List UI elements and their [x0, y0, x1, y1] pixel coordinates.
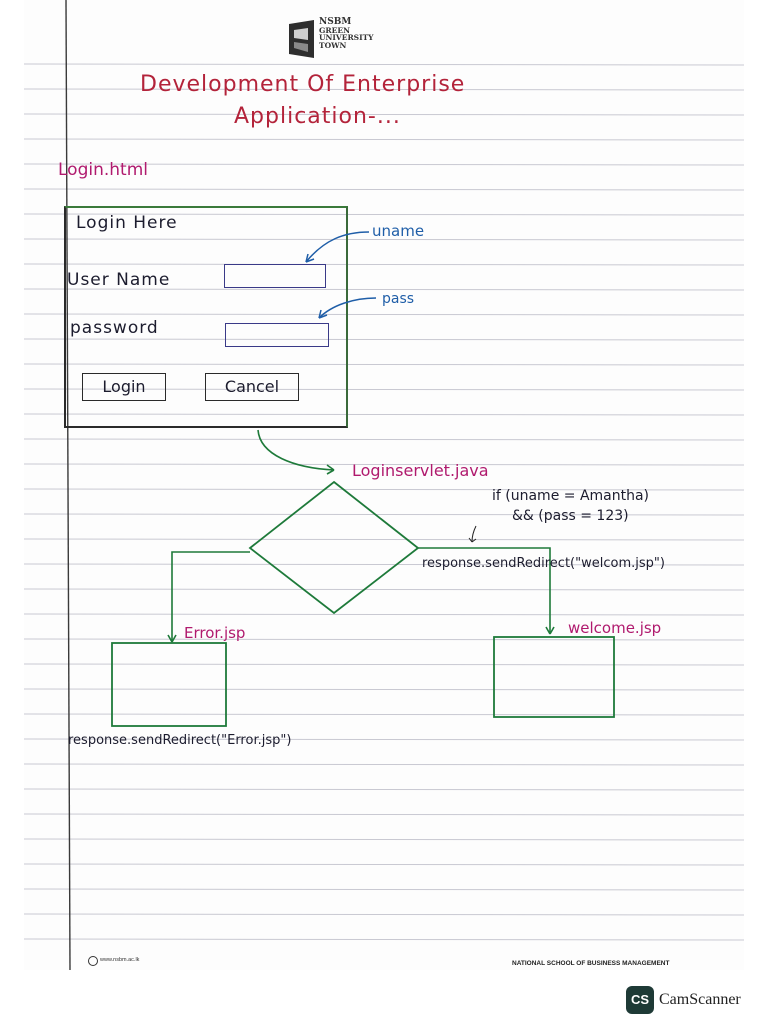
condition-line2: && (pass = 123)	[512, 508, 629, 524]
uname-arrow	[305, 231, 370, 263]
rule-line	[24, 888, 744, 891]
rule-line	[24, 538, 744, 541]
rule-line	[24, 663, 744, 666]
rule-line	[24, 63, 744, 66]
rule-line	[24, 288, 744, 291]
logo-line2: UNIVERSITY	[319, 33, 374, 42]
error-page-label: Error.jsp	[184, 624, 246, 642]
rule-line	[24, 363, 744, 366]
rule-line	[24, 588, 744, 591]
nsbm-logo-icon	[289, 20, 314, 58]
logo-line3: TOWN	[319, 40, 347, 50]
pass-arrow	[318, 297, 377, 319]
rule-line	[24, 488, 744, 491]
rule-line	[24, 563, 744, 566]
error-page-box	[111, 642, 227, 727]
redirect-welcome: response.sendRedirect("welcom.jsp")	[422, 556, 665, 571]
rule-line	[24, 313, 744, 316]
cancel-button-sketch: Cancel	[205, 373, 299, 401]
rule-line	[24, 463, 744, 466]
annotation-uname: uname	[372, 222, 425, 240]
error-branch-line	[171, 551, 250, 642]
servlet-label: Loginservlet.java	[352, 461, 489, 480]
success-branch-line	[418, 547, 551, 634]
welcome-page-box	[493, 636, 615, 718]
rule-line	[24, 788, 744, 791]
welcome-page-label: welcome.jsp	[568, 619, 662, 637]
decision-diamond	[248, 480, 420, 615]
condition-line1: if (uname = Amantha)	[492, 488, 650, 504]
rule-line	[24, 438, 744, 441]
rule-line	[24, 713, 744, 716]
rule-line	[24, 413, 744, 416]
login-form-sketch	[64, 206, 348, 428]
rule-line	[24, 813, 744, 816]
margin-line	[65, 0, 71, 970]
page-title-line2: Application-...	[234, 104, 401, 129]
rule-line	[24, 388, 744, 391]
rule-line	[24, 738, 744, 741]
camscanner-name: CamScanner	[659, 991, 741, 1008]
footer-url: www.nsbm.ac.lk	[100, 957, 140, 963]
rule-line	[24, 213, 744, 216]
rule-line	[24, 88, 744, 91]
globe-icon	[88, 956, 98, 966]
rule-line	[24, 838, 744, 841]
password-label: password	[70, 318, 159, 338]
rule-line	[24, 513, 744, 516]
camscanner-logo-icon: CS	[626, 986, 654, 1014]
logo-line1: GREEN	[319, 25, 350, 35]
camscanner-watermark: CS CamScanner	[626, 986, 746, 1014]
rule-line	[24, 863, 744, 866]
rule-line	[24, 913, 744, 916]
rule-line	[24, 113, 744, 116]
form-to-servlet-arrow	[257, 429, 335, 471]
rule-line	[24, 613, 744, 616]
redirect-error: response.sendRedirect("Error.jsp")	[68, 733, 292, 748]
rule-line	[24, 263, 744, 266]
password-field-sketch	[225, 323, 329, 347]
rule-line	[24, 188, 744, 191]
username-field-sketch	[224, 264, 326, 288]
form-title: Login Here	[76, 213, 178, 233]
rule-line	[24, 163, 744, 166]
rule-line	[24, 763, 744, 766]
username-label: User Name	[67, 270, 171, 290]
flowchart-drawing	[111, 231, 615, 727]
logo-brand: NSBM	[319, 17, 352, 27]
rule-line	[24, 688, 744, 691]
rule-line	[24, 638, 744, 641]
login-button-sketch: Login	[82, 373, 166, 401]
rule-line	[24, 338, 744, 341]
page-title-line1: Development Of Enterprise	[140, 72, 466, 97]
section-heading: Login.html	[58, 160, 148, 180]
footer-school-name: NATIONAL SCHOOL OF BUSINESS MANAGEMENT	[512, 960, 670, 967]
rule-line	[24, 238, 744, 241]
logo-wordmark: NSBM GREEN UNIVERSITY TOWN	[319, 17, 374, 50]
notebook-page: NSBM GREEN UNIVERSITY TOWN Development O…	[24, 0, 744, 970]
annotation-pass: pass	[382, 291, 415, 307]
ruled-lines	[24, 0, 744, 970]
rule-line	[24, 938, 744, 941]
rule-line	[24, 138, 744, 141]
